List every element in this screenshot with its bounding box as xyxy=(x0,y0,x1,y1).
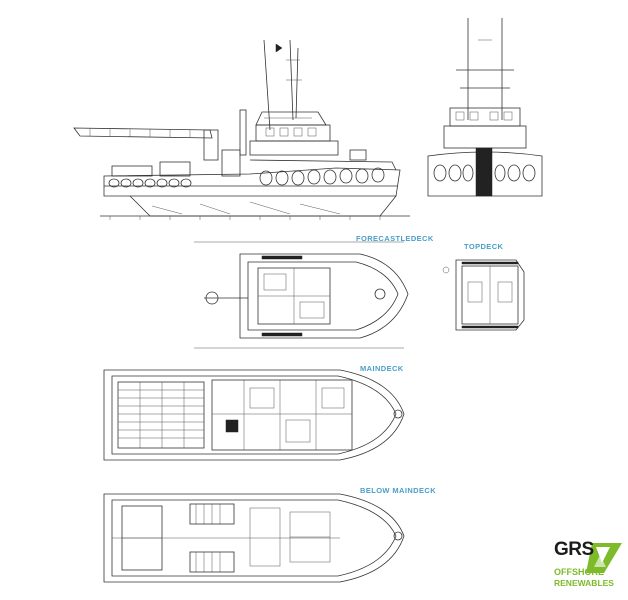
front-elevation-view xyxy=(427,18,543,197)
logo-line-2: RENEWABLES xyxy=(554,578,614,588)
label-top-deck: TOPDECK xyxy=(464,242,504,251)
grs-logo: GRS OFFSHORE RENEWABLES xyxy=(552,537,624,595)
logo-mark-icon xyxy=(586,543,622,573)
label-forecastle-deck: FORECASTLEDECK xyxy=(356,234,434,243)
below-main-deck-plan xyxy=(103,493,405,583)
label-main-deck: MAINDECK xyxy=(360,364,404,373)
top-deck-plan xyxy=(442,259,525,331)
main-deck-plan xyxy=(103,369,405,461)
logo-brand-text: GRS xyxy=(554,539,594,560)
label-below-main-deck: BELOW MAINDECK xyxy=(360,486,437,495)
side-profile-view xyxy=(73,39,410,220)
forecastle-deck-plan xyxy=(194,241,409,349)
logo-line-1: OFFSHORE xyxy=(554,567,605,577)
